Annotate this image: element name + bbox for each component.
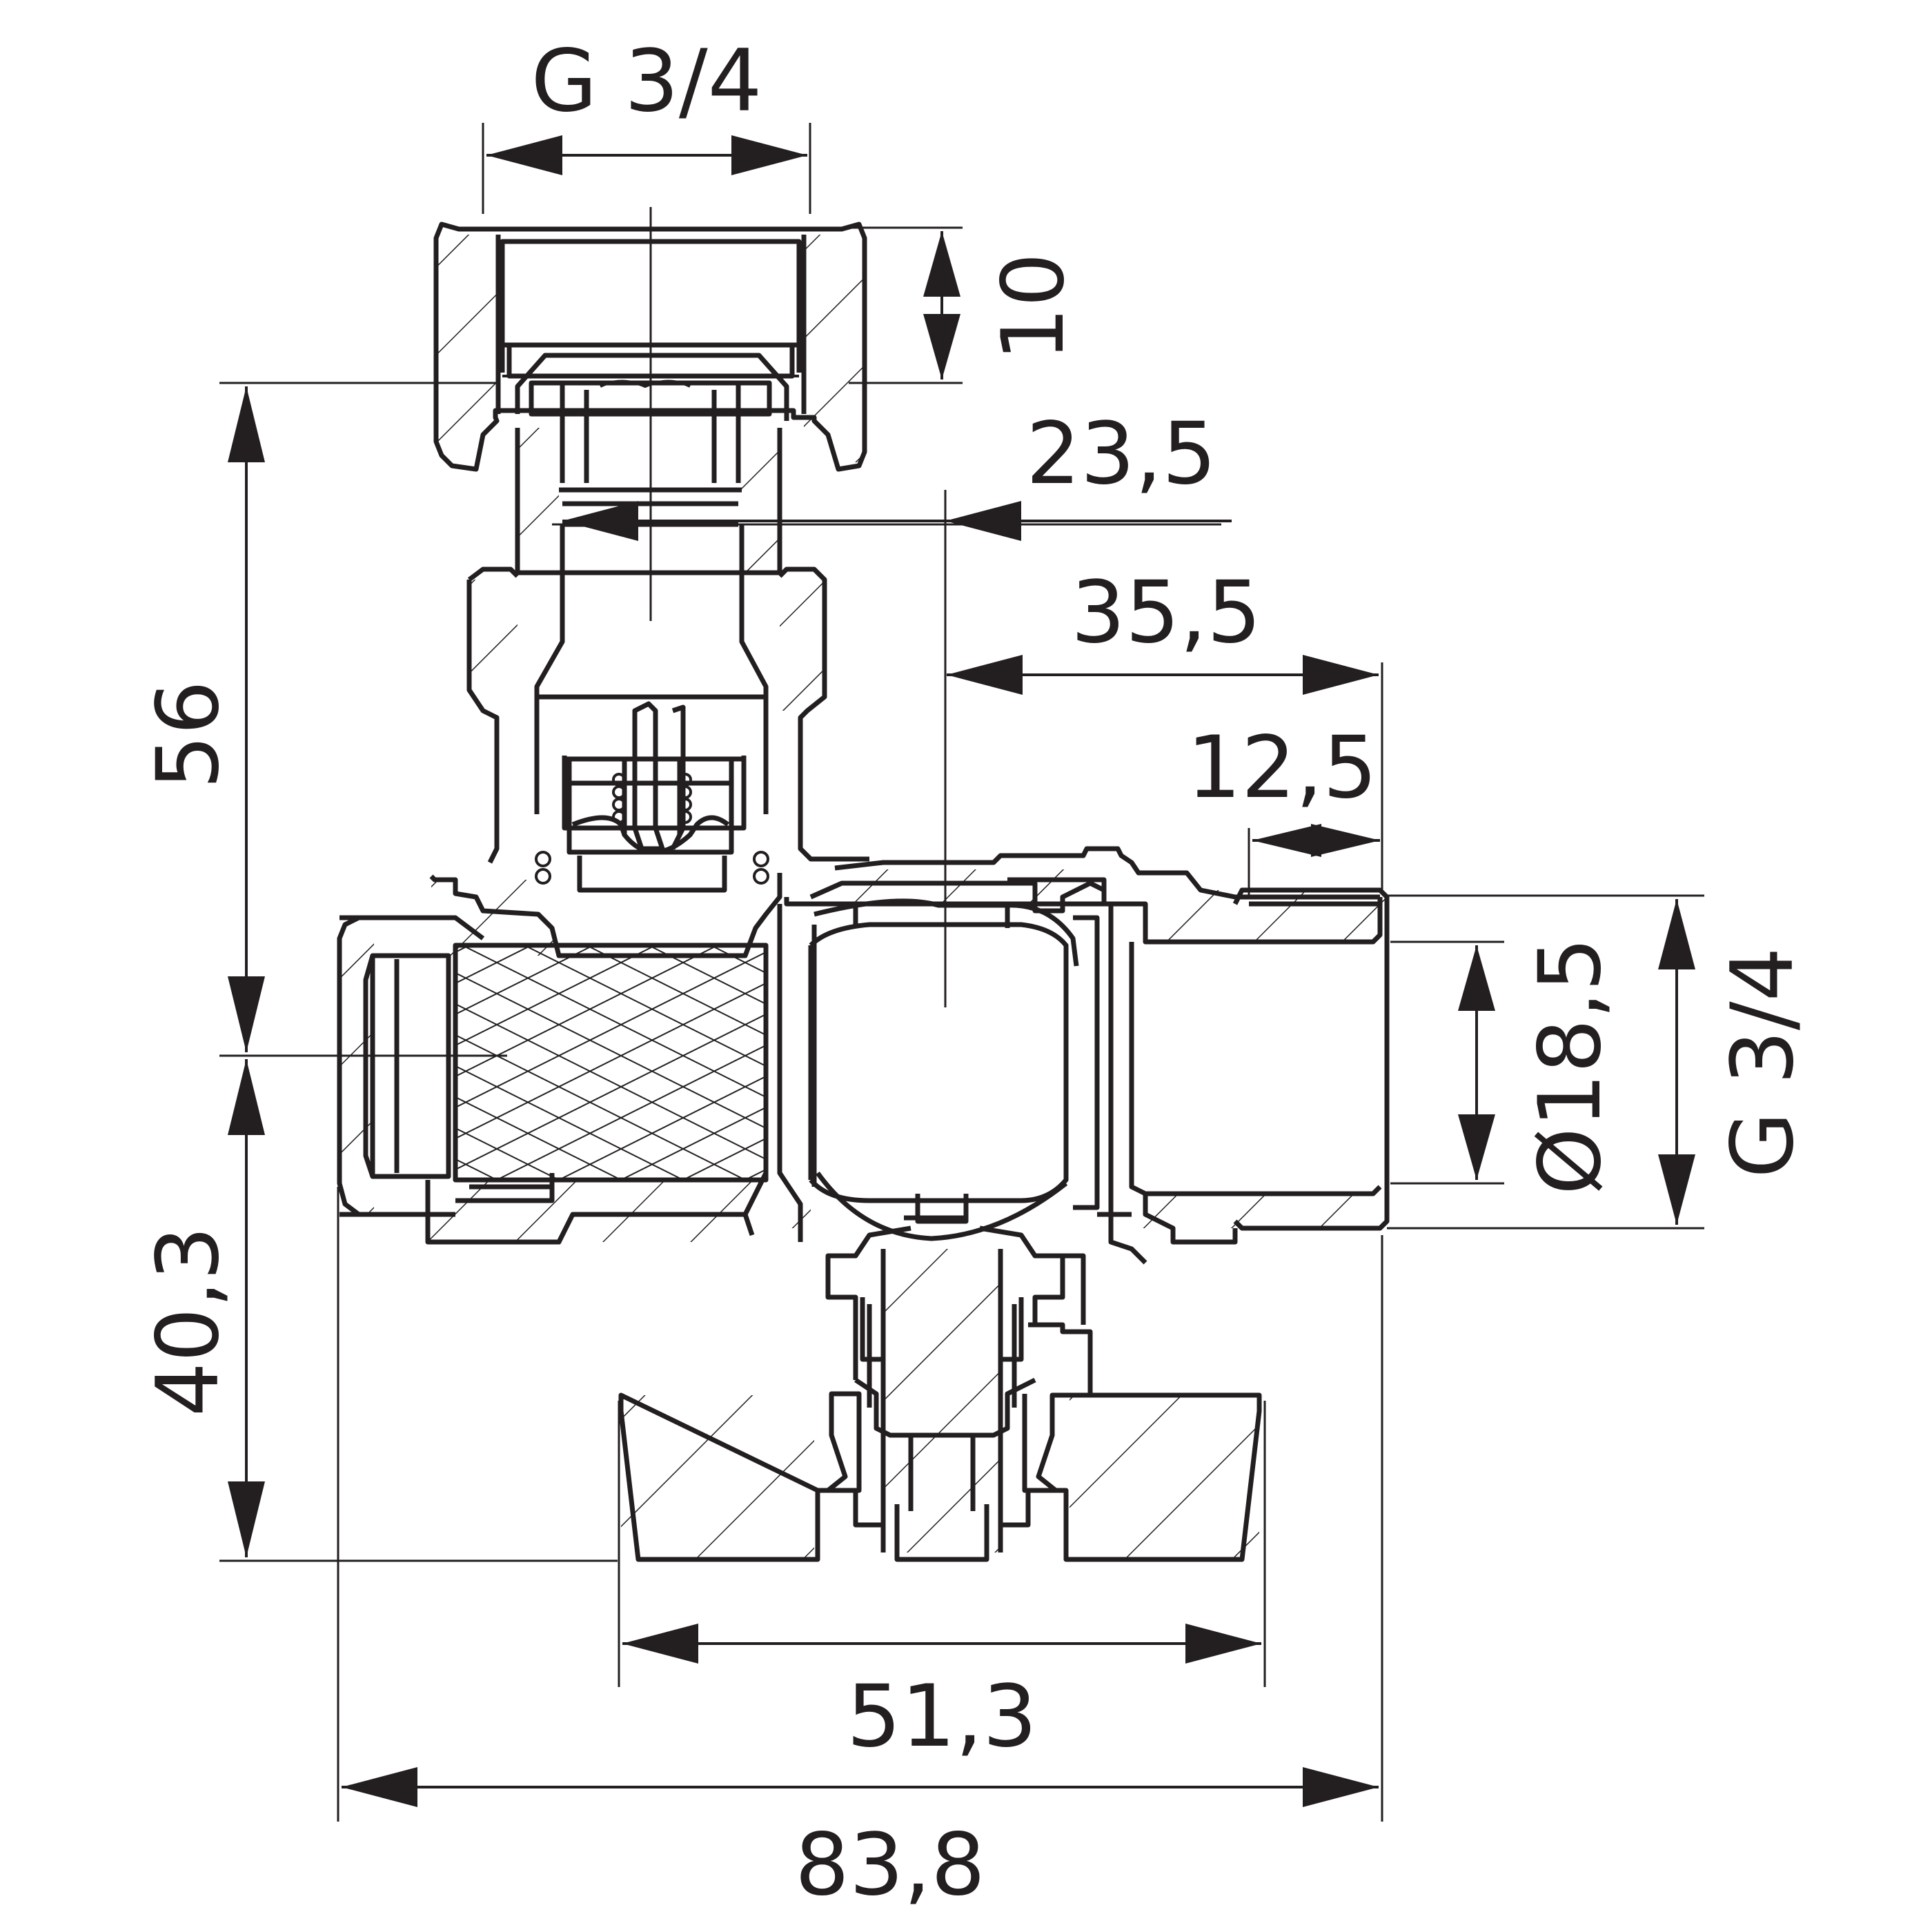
valve-body [429, 846, 1380, 958]
label-lower-height: 40,3 [139, 1226, 238, 1417]
dimension-upper-height: 56 [139, 382, 507, 1057]
dimension-handle-width: 51,3 [618, 1401, 1266, 1766]
label-outlet-thread-length: 12,5 [1187, 718, 1377, 818]
dimension-lower-height: 40,3 [139, 1059, 618, 1562]
label-bore-offset: 23,5 [1026, 404, 1216, 504]
label-center-to-outlet: 35,5 [1071, 563, 1261, 662]
label-handle-width: 51,3 [847, 1667, 1037, 1766]
inlet-end [337, 915, 769, 1245]
label-top-thread: G 3/4 [531, 32, 762, 131]
dimension-inner-diameter: Ø18,5 [1390, 937, 1620, 1195]
dimension-outlet-thread: G 3/4 [1387, 894, 1813, 1230]
label-upper-height: 56 [139, 680, 238, 789]
label-overall-length: 83,8 [795, 1815, 985, 1915]
ball-chamber [777, 898, 1114, 1242]
valve-handle [618, 1253, 1262, 1562]
valve-stem [825, 1194, 1065, 1562]
label-outlet-thread: G 3/4 [1713, 947, 1813, 1178]
dimension-bore-offset: 23,5 [562, 404, 1232, 541]
label-inner-diameter: Ø18,5 [1521, 937, 1620, 1195]
dimension-top-nut-height: 10 [849, 226, 1083, 384]
label-top-nut-height: 10 [984, 253, 1083, 362]
top-connector-neck [515, 353, 789, 700]
dimension-top-thread: G 3/4 [482, 32, 811, 214]
dimension-center-to-outlet: 35,5 [947, 563, 1383, 890]
outlet-end [1108, 887, 1390, 1265]
dimension-outlet-thread-length: 12,5 [1187, 718, 1380, 897]
bonnet-headpart [466, 566, 869, 864]
dimension-overall-length: 83,8 [337, 1187, 1383, 1915]
check-valve-spring [535, 701, 769, 893]
